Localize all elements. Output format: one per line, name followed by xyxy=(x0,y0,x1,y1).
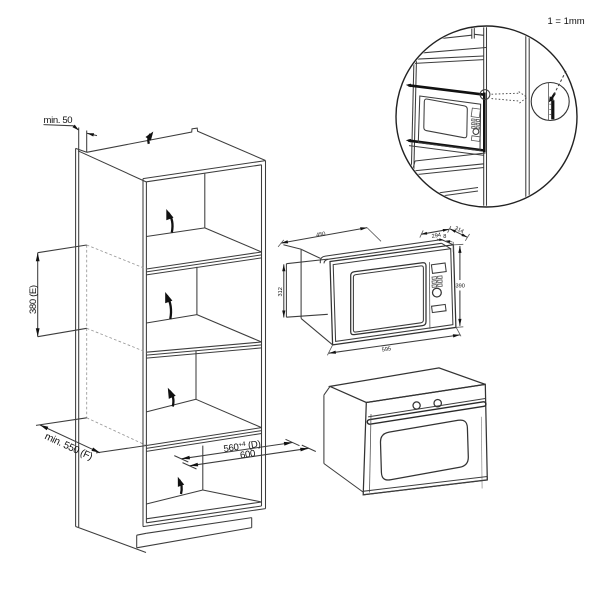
svg-text:595: 595 xyxy=(381,346,391,353)
svg-text:600: 600 xyxy=(239,448,256,461)
svg-text:450: 450 xyxy=(316,231,326,239)
svg-text:312: 312 xyxy=(278,287,284,296)
svg-text:380 (E): 380 (E) xyxy=(28,285,39,314)
svg-text:390: 390 xyxy=(456,284,465,290)
svg-text:314: 314 xyxy=(453,226,464,235)
svg-text:min. 50: min. 50 xyxy=(44,115,73,126)
svg-text:1 = 1mm: 1 = 1mm xyxy=(548,16,585,27)
svg-text:560+4 (D): 560+4 (D) xyxy=(223,439,262,455)
svg-text:294: 294 xyxy=(431,232,441,240)
svg-text:8: 8 xyxy=(443,234,446,240)
